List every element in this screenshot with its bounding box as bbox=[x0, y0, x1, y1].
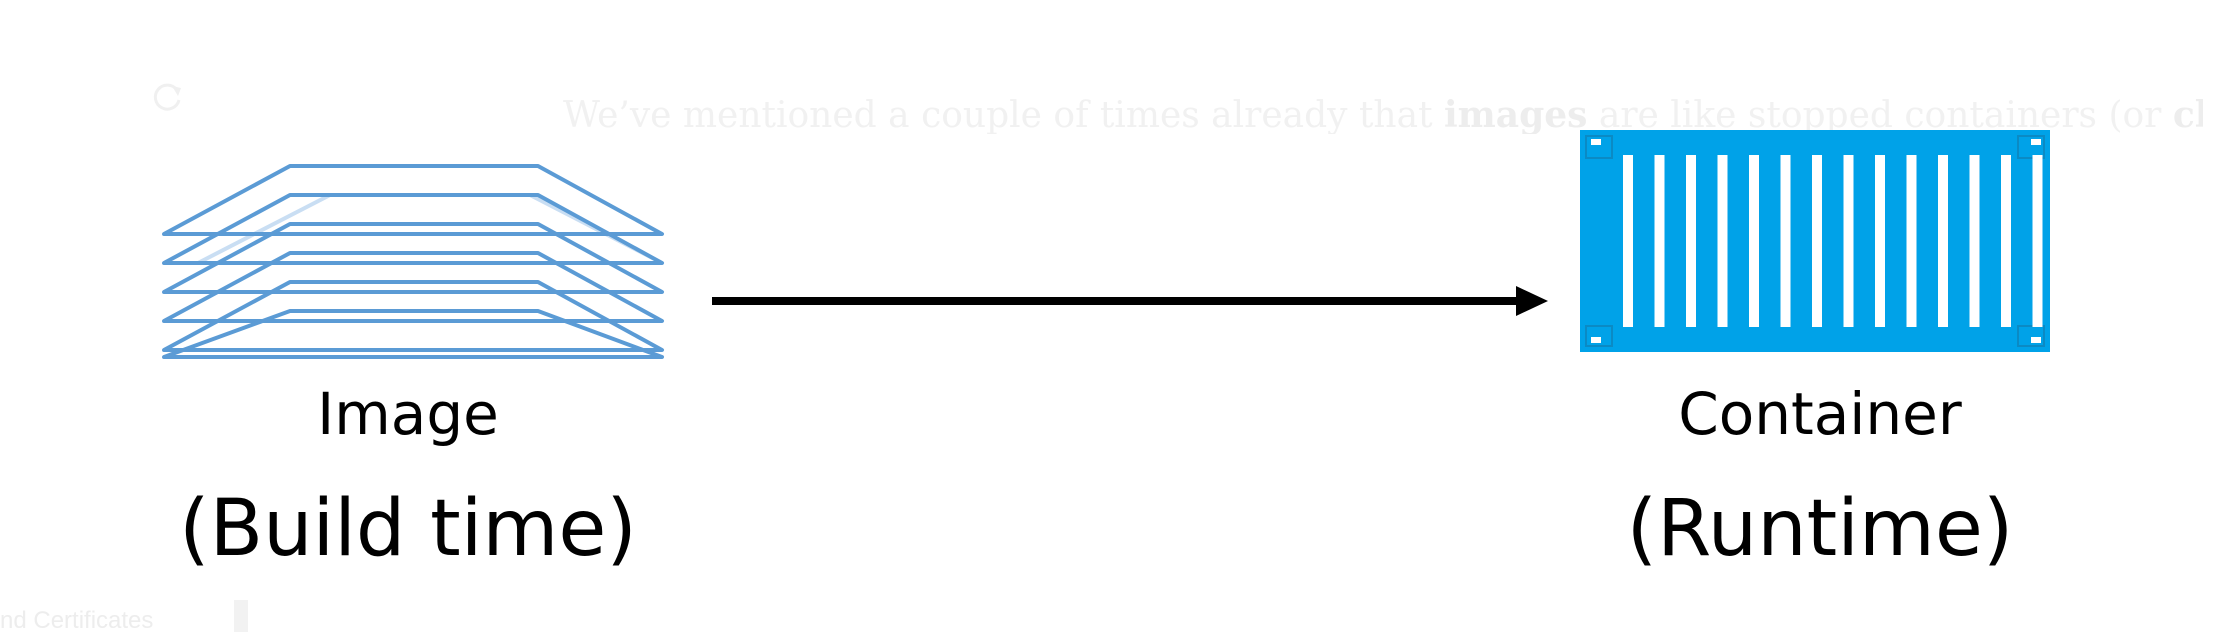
background-scrollbar bbox=[234, 600, 248, 632]
image-layer bbox=[162, 280, 664, 352]
image-layer bbox=[162, 164, 664, 236]
container-rib bbox=[1654, 155, 1665, 327]
container-rib bbox=[2032, 155, 2043, 327]
container-rib bbox=[1717, 155, 1728, 327]
image-sublabel: (Build time) bbox=[179, 484, 637, 574]
reload-icon bbox=[153, 83, 181, 111]
stacked-layers-icon bbox=[162, 164, 664, 359]
container-rib bbox=[1623, 155, 1633, 327]
container-rib bbox=[1843, 155, 1854, 327]
container-rib bbox=[1780, 155, 1791, 327]
background-paragraph: We’ve mentioned a couple of times alread… bbox=[563, 94, 2203, 134]
background-footer-text: nd Certificates bbox=[0, 607, 154, 632]
image-layer bbox=[162, 193, 664, 265]
container-sublabel: (Runtime) bbox=[1626, 484, 2014, 574]
image-label: Image bbox=[317, 380, 499, 448]
image-layer bbox=[162, 222, 664, 294]
container-label: Container bbox=[1678, 380, 1962, 448]
image-layer-top bbox=[162, 309, 664, 359]
container-rib bbox=[1686, 155, 1696, 327]
right-arrow-icon bbox=[712, 286, 1548, 316]
container-rib bbox=[1812, 155, 1822, 327]
container-rib bbox=[2001, 155, 2011, 327]
image-layer bbox=[162, 251, 664, 323]
shipping-container-icon bbox=[1580, 130, 2050, 352]
container-rib bbox=[1906, 155, 1917, 327]
container-rib bbox=[1749, 155, 1759, 327]
container-rib bbox=[1969, 155, 1980, 327]
container-rib bbox=[1938, 155, 1948, 327]
container-rib bbox=[1875, 155, 1885, 327]
